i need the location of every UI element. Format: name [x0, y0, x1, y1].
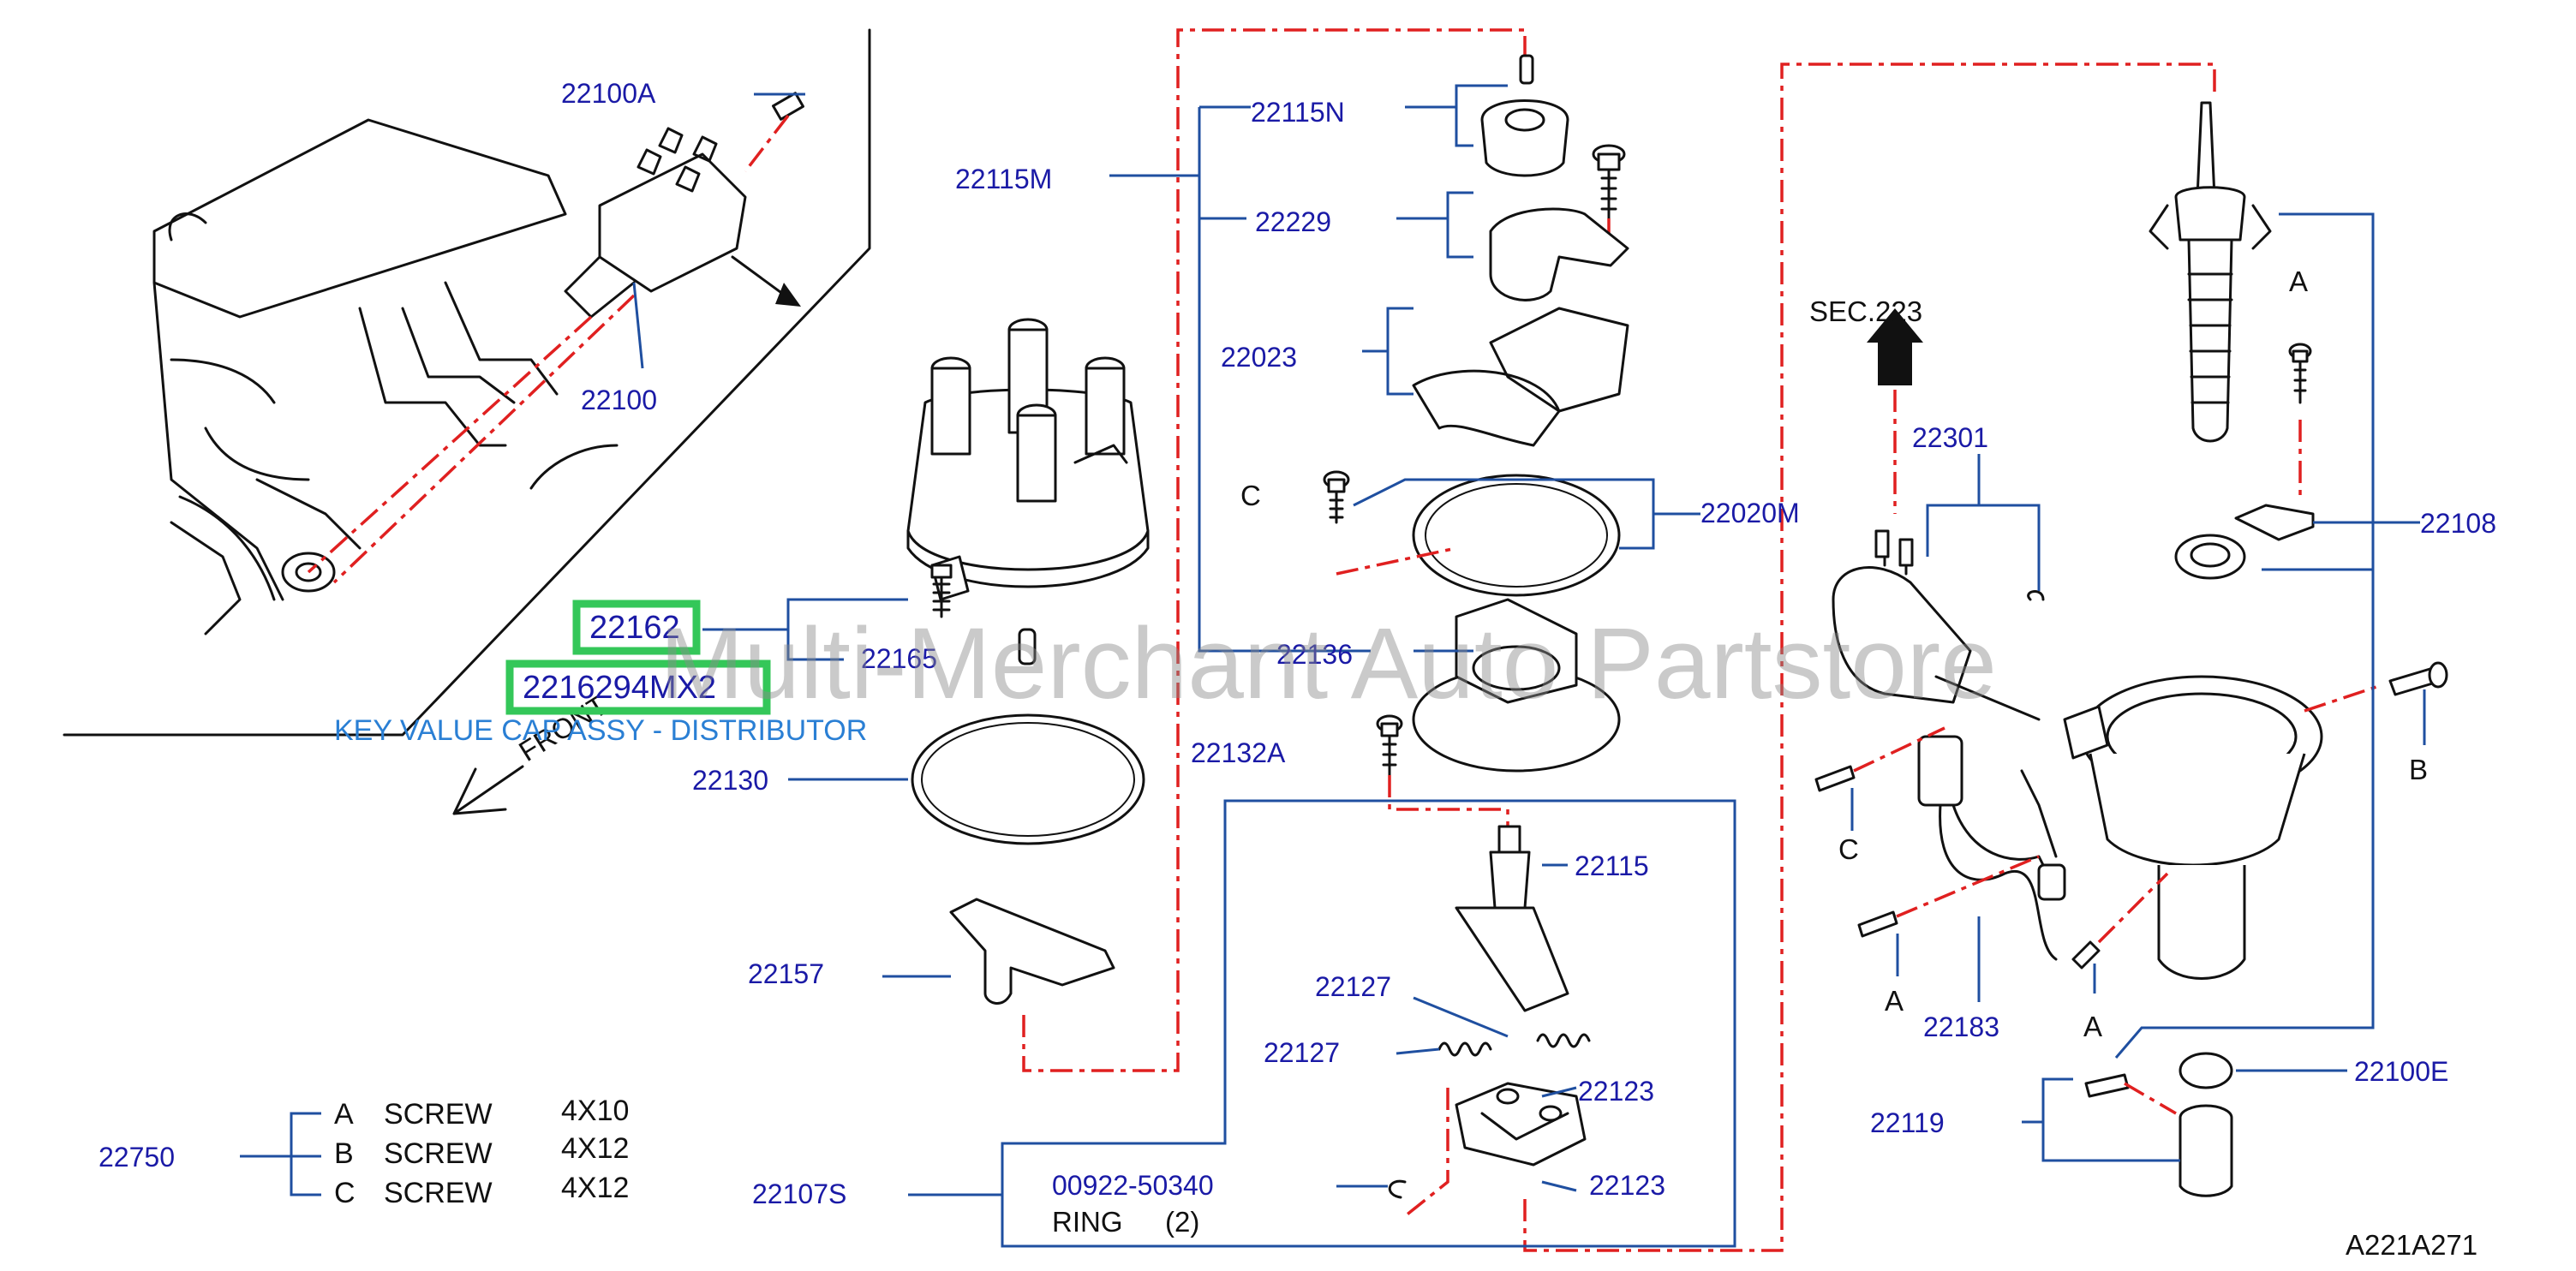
label-22157: 22157 [748, 958, 824, 989]
highlight-box-qty[interactable] [505, 659, 771, 715]
legend-key-a: A [334, 1098, 354, 1131]
screw-22229 [1489, 144, 1629, 301]
callout-b: B [2409, 754, 2428, 785]
label-22165: 22165 [861, 643, 937, 674]
label-22115m: 22115M [955, 164, 1052, 194]
distributor-cap [906, 318, 1150, 601]
leader-lines [240, 84, 2426, 1248]
label-22183: 22183 [1923, 1011, 1999, 1042]
label-00922-50340: 00922-50340 [1052, 1170, 1214, 1201]
label-22127-lower: 22127 [1264, 1037, 1340, 1068]
distributor-assembly-mounted [307, 92, 804, 584]
label-22100e: 22100E [2354, 1056, 2448, 1087]
label-22020m: 22020M [1700, 498, 1800, 528]
label-22229: 22229 [1255, 206, 1331, 237]
legend-name-a: SCREW [384, 1098, 493, 1131]
legend-key-b: B [334, 1137, 354, 1170]
callout-a-upper: A [2289, 266, 2308, 297]
shaft-22115 [1455, 825, 1569, 1012]
callout-c-lower: C [1838, 833, 1859, 865]
screw-c-upper [1323, 470, 1457, 576]
label-22100a: 22100A [561, 78, 656, 109]
label-22100: 22100 [581, 385, 657, 415]
plate-22136 [1412, 598, 1621, 773]
pin-22115n [1480, 54, 1569, 177]
screw-a-upper [2288, 343, 2312, 497]
label-22023: 22023 [1221, 342, 1297, 373]
bracket-22108 [2234, 504, 2315, 541]
screw-b [2388, 661, 2448, 696]
center-exploded-link [1523, 63, 2216, 1252]
pin-22119 [2084, 1073, 2233, 1197]
label-22750: 22750 [99, 1142, 175, 1173]
label-22132a: 22132A [1191, 737, 1286, 768]
harness-22183 [1917, 735, 2066, 961]
label-22107s: 22107S [752, 1179, 846, 1209]
label-sec223: SEC.223 [1809, 295, 1922, 327]
callout-a-lower-right: A [2083, 1011, 2102, 1042]
label-22108: 22108 [2420, 508, 2496, 539]
legend-key-c: C [334, 1177, 356, 1209]
legend-name-b: SCREW [384, 1137, 493, 1170]
callout-a-lower-left: A [1885, 985, 1904, 1017]
ring-00922-50340 [1389, 1179, 1407, 1199]
vacuum-22301 [1832, 529, 2045, 721]
label-22115n: 22115N [1251, 97, 1345, 128]
housing-22100 [2063, 675, 2382, 980]
pin-22165 [1018, 628, 1037, 665]
label-22119: 22119 [1870, 1107, 1945, 1138]
label-22301: 22301 [1912, 422, 1988, 453]
highlight-part-number[interactable]: 22162 [589, 610, 680, 646]
pickup-22023 [1412, 307, 1629, 447]
gasket-22130 [911, 713, 1145, 845]
part-labels: 22100A 22100 22115M 22115N 22229 22023 2… [99, 78, 2496, 1261]
ring-22020m [1412, 474, 1621, 597]
label-ring-qty: (2) [1165, 1206, 1199, 1238]
label-ring: RING [1052, 1206, 1123, 1238]
engine-illustration [63, 28, 871, 737]
highlight-description[interactable]: KEY VALUE CAP ASSY - DISTRIBUTOR [334, 714, 867, 747]
highlight-part-qty[interactable]: 2216294MX2 [523, 670, 716, 706]
sec223-arrow [1867, 308, 1923, 514]
label-ref-code: A221A271 [2346, 1229, 2477, 1261]
screw-a-lower-left [1857, 855, 2040, 938]
legend-size-c: 4X12 [561, 1172, 629, 1204]
label-22136: 22136 [1276, 639, 1353, 670]
springs-22127 [1437, 1033, 1591, 1057]
rotor-22157 [949, 898, 1115, 1005]
label-22123-lower: 22123 [1589, 1170, 1665, 1201]
screw-a-lower-right [2071, 872, 2169, 970]
label-22130: 22130 [692, 765, 768, 796]
callout-c-upper: C [1240, 480, 1261, 511]
legend-name-c: SCREW [384, 1177, 493, 1209]
label-22127-upper: 22127 [1315, 971, 1391, 1002]
screw-c-lower [1814, 726, 1945, 792]
shaft-22100e-seal [2179, 1052, 2233, 1089]
screw-legend: A SCREW 4X10 B SCREW 4X12 C SCREW 4X12 [334, 1095, 629, 1209]
watermark: Multi-Merchant Auto Partstore [660, 607, 1997, 720]
label-22123-upper: 22123 [1578, 1076, 1654, 1107]
bearing-22108 [2174, 534, 2246, 580]
drive-gear-shaft [2149, 101, 2272, 443]
legend-size-b: 4X12 [561, 1132, 629, 1165]
highlight-box-22162[interactable] [572, 600, 701, 655]
highlighted-part-22162[interactable]: 22162 2216294MX2 KEY VALUE CAP ASSY - DI… [334, 600, 867, 747]
cap-exploded-link [1022, 28, 1527, 1072]
legend-size-a: 4X10 [561, 1095, 629, 1127]
cap-screw-22162 [930, 564, 953, 618]
screw-22132a [1376, 714, 1509, 826]
label-22115: 22115 [1575, 850, 1649, 881]
weights-22123 [1403, 1082, 1587, 1218]
